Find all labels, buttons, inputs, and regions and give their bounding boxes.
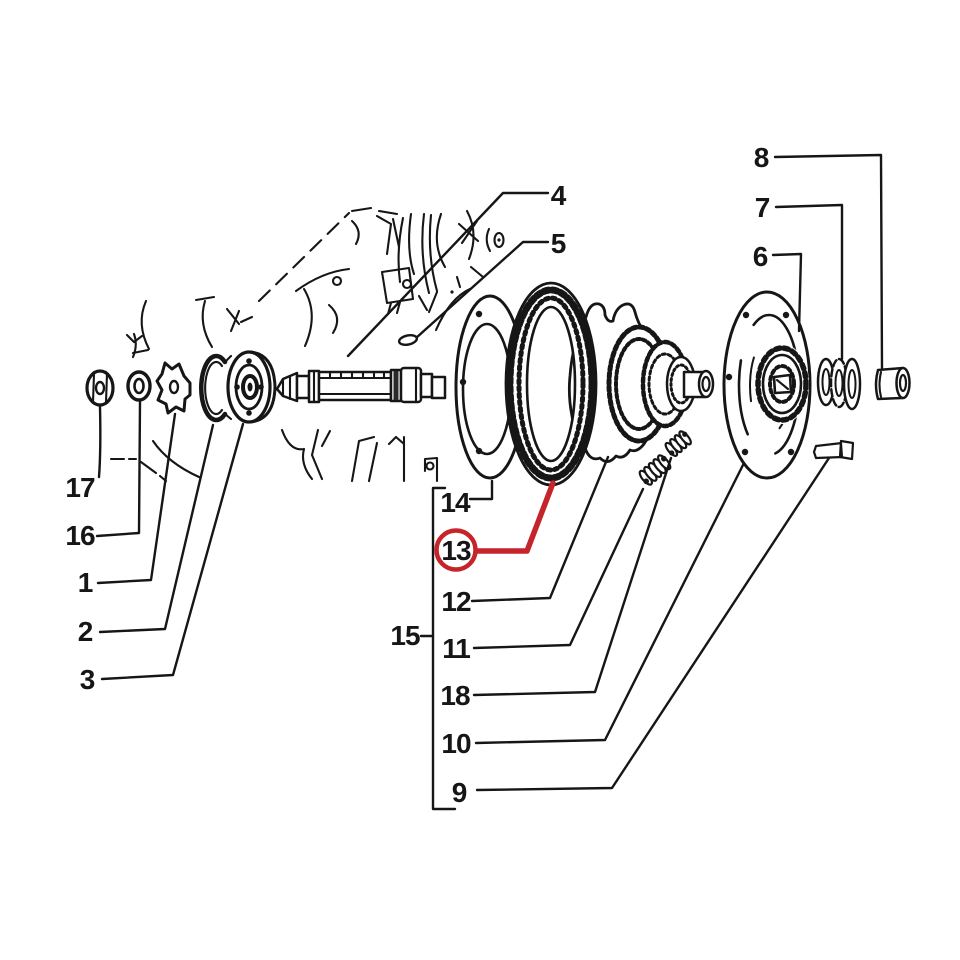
leader-16	[95, 400, 142, 538]
callout-6: 6	[753, 241, 768, 272]
callout-15: 15	[390, 620, 420, 651]
leader-8	[773, 153, 884, 370]
leader-11	[472, 487, 645, 650]
highlight-callout-13: 13	[434, 480, 556, 572]
leader-lines	[95, 153, 884, 792]
leader-12	[470, 455, 610, 603]
clutch-hub-gear-stack	[606, 324, 715, 444]
leader-18	[472, 456, 673, 697]
leader-7	[774, 203, 844, 361]
callout-11: 11	[442, 633, 470, 664]
callout-10: 10	[441, 728, 471, 759]
circlip-part-2	[199, 353, 233, 423]
callout-17: 17	[65, 472, 95, 503]
leader-6	[771, 252, 803, 333]
bolt-part-9	[812, 439, 855, 461]
callout-18: 18	[440, 680, 470, 711]
callout-16: 16	[65, 520, 95, 551]
callout-9: 9	[452, 777, 467, 808]
nut-part-17	[85, 369, 115, 407]
bearing-part-3	[226, 350, 277, 424]
leader-5	[414, 240, 550, 340]
leader-3	[100, 422, 245, 681]
callout-12: 12	[441, 586, 471, 617]
callout-8: 8	[754, 142, 769, 173]
primary-gear-part-13	[504, 281, 598, 487]
callout-3: 3	[80, 664, 95, 695]
callout-2: 2	[78, 616, 93, 647]
leader-2	[98, 423, 215, 634]
selector-fork-sketch	[397, 212, 439, 314]
highlight-circle-13	[434, 528, 478, 572]
leader-4	[346, 191, 550, 358]
callout-7: 7	[755, 192, 770, 223]
leader-14	[468, 479, 494, 501]
leader-10	[474, 461, 746, 745]
leader-1	[96, 412, 177, 585]
callout-13: 13	[441, 535, 471, 566]
bushing-part-8	[874, 366, 911, 401]
pin-part-5	[397, 334, 419, 346]
leader-9	[475, 456, 831, 792]
group-bracket-15	[419, 486, 457, 811]
callout-5: 5	[551, 228, 566, 259]
leader-17	[97, 405, 102, 479]
callout-1: 1	[78, 567, 93, 598]
callout-4: 4	[551, 180, 567, 211]
highlight-leader-13	[472, 480, 556, 554]
gearbox-shaft	[275, 366, 447, 404]
callout-14: 14	[440, 487, 471, 518]
sprocket-part-6	[755, 344, 809, 424]
callout-labels: 4 5 8 7 6 17 16 1 2 3 14 12 11 18 10 9 1…	[65, 142, 770, 808]
lock-washer-part-1	[155, 361, 192, 415]
clutch-spring-upper	[664, 430, 692, 457]
crankcase-outline-sketch	[109, 206, 505, 483]
washer-part-16	[126, 370, 152, 402]
washer-set-part-7	[816, 357, 862, 411]
